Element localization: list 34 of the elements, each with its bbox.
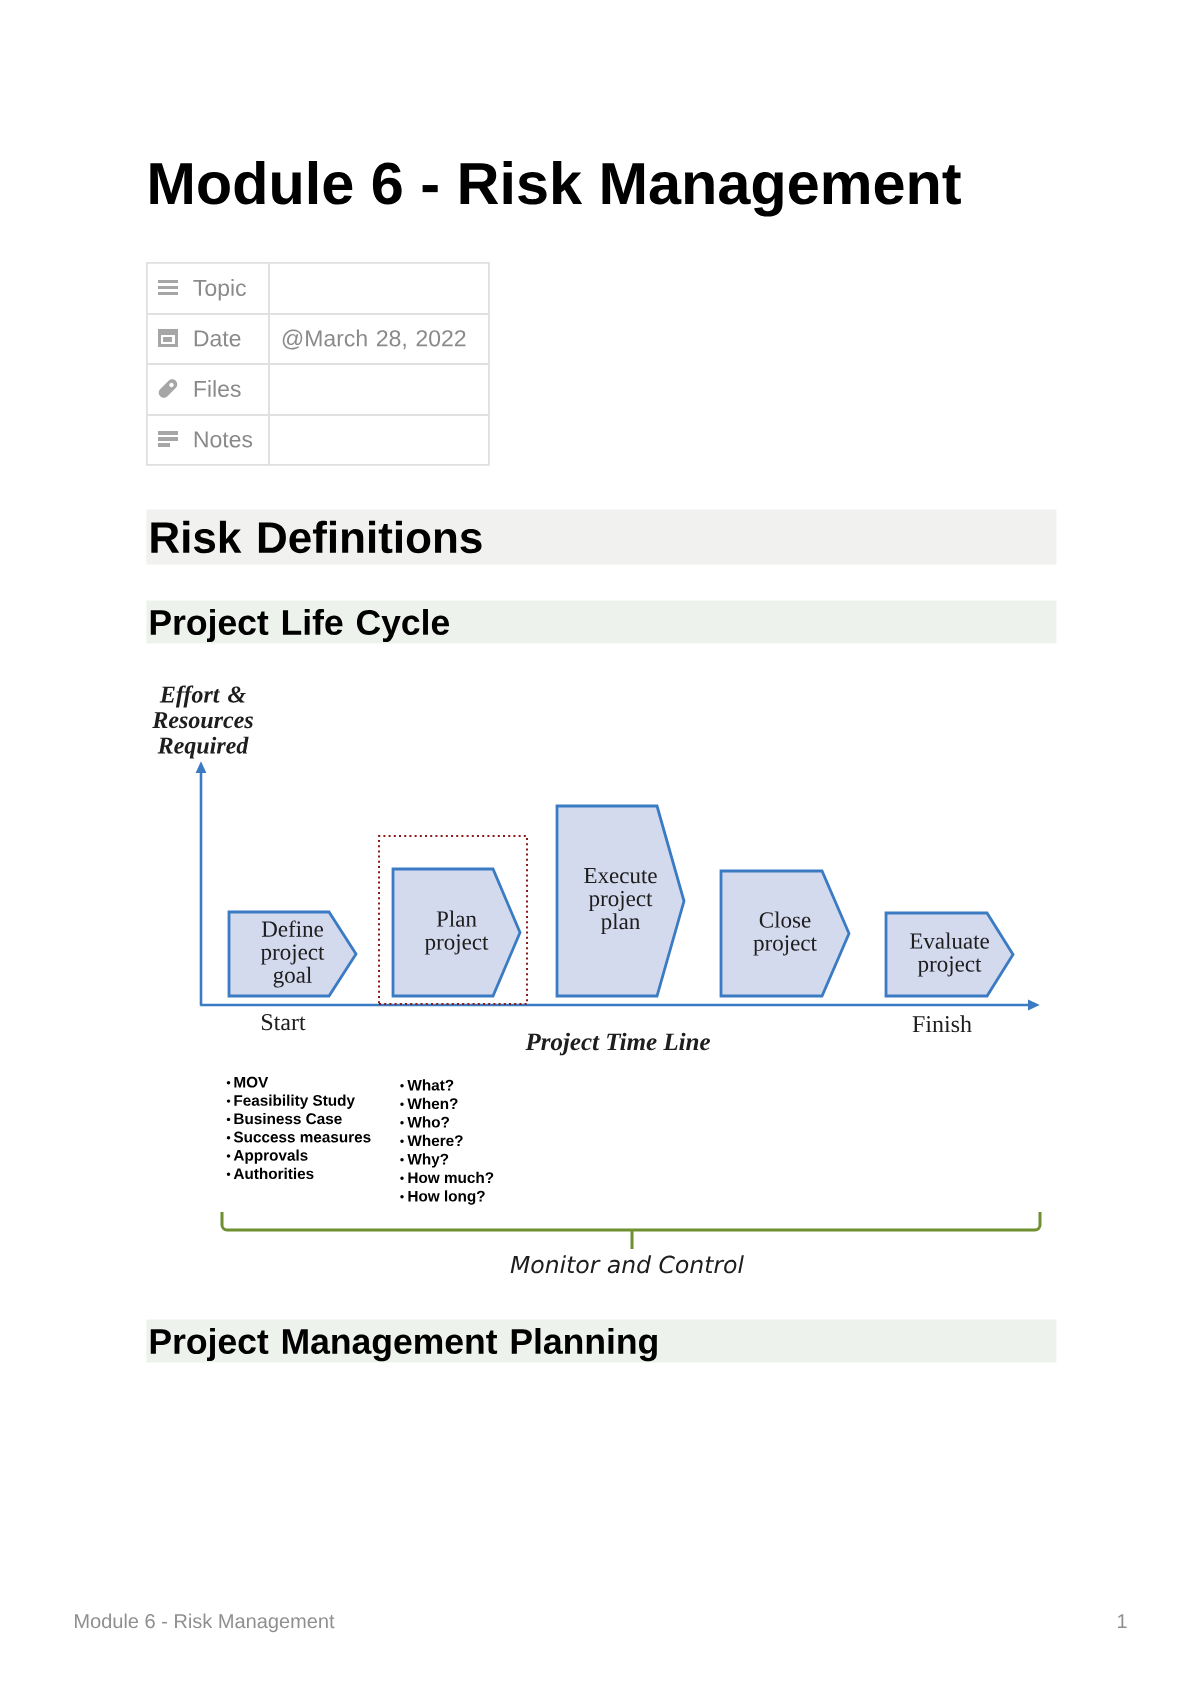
chevron-box: Define project goal [227,910,358,998]
list-item: MOV [234,1076,269,1088]
chevron-box: Execute project plan [555,804,686,998]
list-item: Who? [407,1116,449,1128]
list-item: Approvals [233,1149,308,1164]
chevron-box: Plan project [391,867,522,998]
list-item: How much? [408,1171,494,1184]
chevron-box: Evaluate project [884,911,1015,998]
list-item: What? [407,1079,454,1091]
table-cell: Notes [146,414,270,466]
heading-band: Project Life Cycle [146,600,1057,644]
list-item: Success measures [233,1131,371,1143]
table-cell: Files [146,363,270,416]
table-cell: Date [146,313,270,365]
heading-band: Project Management Planning [146,1319,1057,1363]
list-item: Where? [407,1134,463,1147]
table-cell: @March 28, 2022 [268,313,490,365]
axis-title: Project Time Line [525,1032,711,1056]
list-item: When? [407,1097,458,1110]
page-title: Module 6 - Risk Management [150,160,961,217]
chevron-box: Close project [719,869,851,998]
tick-label: Finish [912,1015,972,1033]
brace-label: Monitor and Control [510,1255,744,1274]
page-footer: Module 6 - Risk Management [75,1613,335,1633]
heading-band: Risk Definitions [146,509,1057,565]
page-number: 1 [1118,1614,1127,1628]
list-item: Feasibility Study [234,1094,355,1109]
axis-title: Effort & Resources Required [152,685,253,759]
table-cell: Topic [146,262,270,315]
list-item: Business Case [234,1112,342,1125]
list-item: How long? [408,1190,485,1205]
list-item: Authorities [233,1167,314,1180]
dotted-frame [378,835,528,1005]
list-item: Why? [407,1153,449,1168]
